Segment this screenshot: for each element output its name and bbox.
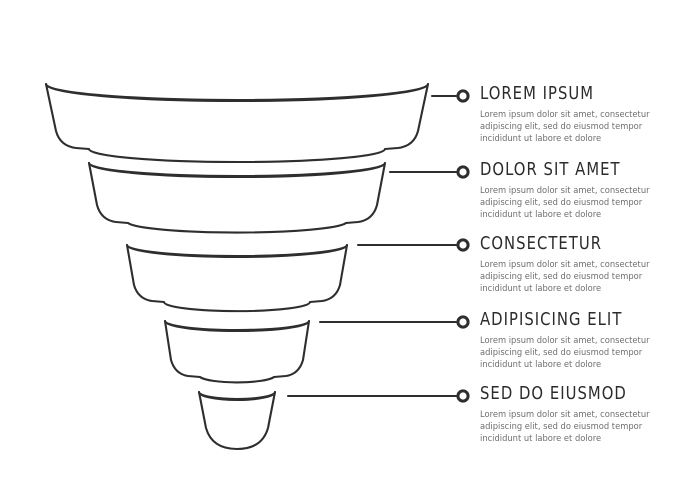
stage-body-2-line-2: adipiscing elit, sed do eiusmod tempor [480, 198, 643, 209]
connector-1 [430, 89, 470, 103]
connector-dot-5[interactable] [456, 389, 470, 403]
funnel-segment-5-inner-rim [197, 390, 277, 402]
stage-label-2[interactable]: DOLOR SIT AMET Lorem ipsum dolor sit ame… [480, 160, 685, 221]
stage-body-3-line-3: incididunt ut labore et dolore [480, 284, 602, 295]
stage-body-5-line-1: Lorem ipsum dolor sit amet, consectetur [480, 410, 650, 420]
stage-body-2-line-1: Lorem ipsum dolor sit amet, consectetur [480, 186, 650, 196]
stage-label-4[interactable]: ADIPISICING ELIT Lorem ipsum dolor sit a… [480, 310, 685, 371]
stage-body-5-line-3: incididunt ut labore et dolore [480, 434, 602, 445]
funnel-segment-2-inner-rim [87, 161, 387, 179]
funnel-segment-1[interactable] [44, 82, 430, 164]
stage-body-1-line-2: adipiscing elit, sed do eiusmod tempor [480, 122, 643, 133]
stage-body-2-line-3: incididunt ut labore et dolore [480, 210, 602, 221]
funnel-segment-2[interactable] [87, 161, 387, 234]
stage-title-4: ADIPISICING ELIT [480, 310, 623, 330]
stage-title-5: SED DO EIUSMOD [480, 384, 627, 404]
funnel-segment-5[interactable] [197, 390, 277, 451]
connector-dot-4[interactable] [456, 315, 470, 329]
stage-body-4-line-1: Lorem ipsum dolor sit amet, consectetur [480, 336, 650, 346]
funnel-segment-1-inner-rim [44, 82, 430, 103]
funnel-segment-4-inner-rim [163, 319, 311, 333]
connector-dot-3[interactable] [456, 238, 470, 252]
stage-body-4: Lorem ipsum dolor sit amet, consectetur … [480, 335, 655, 371]
stage-title-1: LOREM IPSUM [480, 84, 595, 104]
connector-dot-1[interactable] [456, 89, 470, 103]
funnel-segment-3-inner-rim [125, 243, 349, 259]
stage-body-5: Lorem ipsum dolor sit amet, consectetur … [480, 409, 655, 445]
stage-body-3: Lorem ipsum dolor sit amet, consectetur … [480, 259, 655, 295]
stage-body-2: Lorem ipsum dolor sit amet, consectetur … [480, 185, 655, 221]
stage-body-1: Lorem ipsum dolor sit amet, consectetur … [480, 109, 655, 145]
funnel-segment-4[interactable] [163, 319, 311, 384]
stage-body-4-line-3: incididunt ut labore et dolore [480, 360, 602, 371]
stage-body-5-line-2: adipiscing elit, sed do eiusmod tempor [480, 422, 643, 433]
stage-body-3-line-2: adipiscing elit, sed do eiusmod tempor [480, 272, 643, 283]
stage-label-5[interactable]: SED DO EIUSMOD Lorem ipsum dolor sit ame… [480, 384, 685, 445]
connector-3 [356, 238, 470, 252]
stage-body-1-line-3: incididunt ut labore et dolore [480, 134, 602, 145]
stage-label-1[interactable]: LOREM IPSUM Lorem ipsum dolor sit amet, … [480, 84, 685, 145]
connector-4 [318, 315, 470, 329]
funnel-segment-3[interactable] [125, 243, 349, 313]
connector-5 [286, 389, 470, 403]
stage-label-3[interactable]: CONSECTETUR Lorem ipsum dolor sit amet, … [480, 234, 685, 295]
stage-body-1-line-1: Lorem ipsum dolor sit amet, consectetur [480, 110, 650, 120]
stage-title-3: CONSECTETUR [480, 234, 603, 254]
stage-body-4-line-2: adipiscing elit, sed do eiusmod tempor [480, 348, 643, 359]
connector-dot-2[interactable] [456, 165, 470, 179]
connector-2 [388, 165, 470, 179]
stage-title-2: DOLOR SIT AMET [480, 160, 621, 180]
stage-body-3-line-1: Lorem ipsum dolor sit amet, consectetur [480, 260, 650, 270]
